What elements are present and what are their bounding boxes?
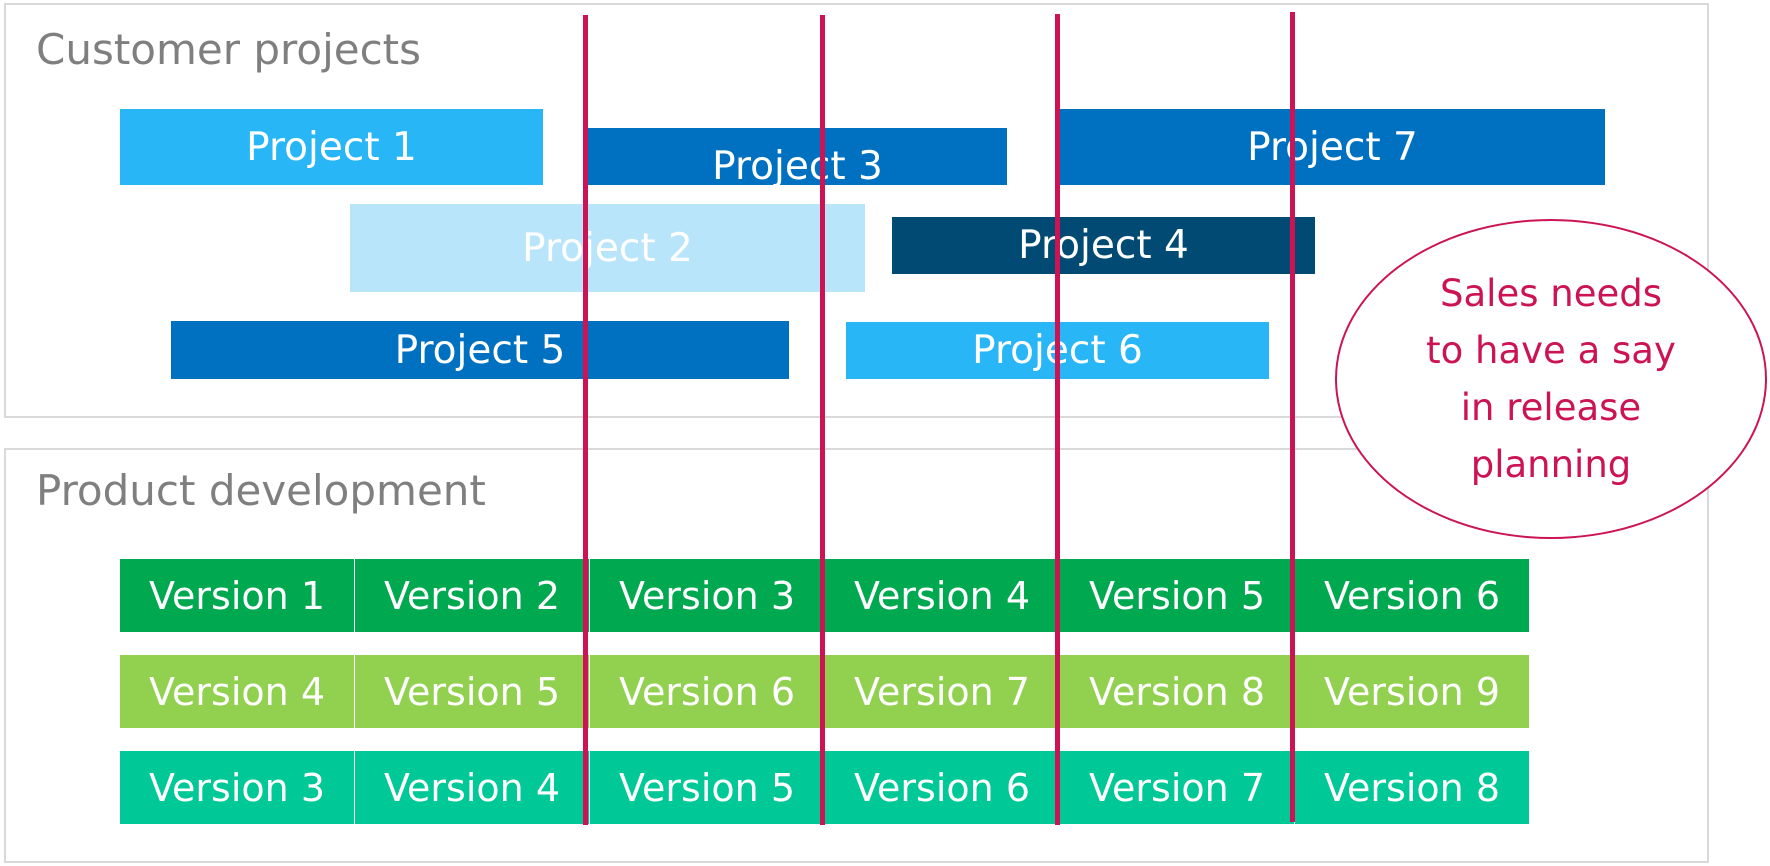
version-block: Version 4 xyxy=(120,655,354,728)
version-block: Version 9 xyxy=(1295,655,1529,728)
version-block: Version 2 xyxy=(355,559,589,632)
version-block: Version 8 xyxy=(1060,655,1294,728)
project-bar-3: Project 3 xyxy=(588,128,1007,189)
version-block: Version 6 xyxy=(1295,559,1529,632)
release-line-3 xyxy=(1055,14,1060,825)
product-development-title: Product development xyxy=(36,466,486,515)
project-bar-2: Project 2 xyxy=(350,204,865,292)
project-bar-7: Project 7 xyxy=(1060,109,1605,185)
release-line-4 xyxy=(1290,12,1295,822)
version-block: Version 6 xyxy=(590,655,824,728)
release-line-1 xyxy=(583,15,588,825)
version-block: Version 7 xyxy=(825,655,1059,728)
version-block: Version 6 xyxy=(825,751,1059,824)
customer-projects-title: Customer projects xyxy=(36,25,422,74)
version-block: Version 4 xyxy=(825,559,1059,632)
sales-callout-text: Sales needs to have a say in release pla… xyxy=(1426,272,1676,486)
version-block: Version 3 xyxy=(120,751,354,824)
version-block: Version 8 xyxy=(1295,751,1529,824)
version-block: Version 3 xyxy=(590,559,824,632)
version-block: Version 5 xyxy=(590,751,824,824)
version-block: Version 7 xyxy=(1060,751,1294,824)
version-block: Version 1 xyxy=(120,559,354,632)
sales-callout-ellipse: Sales needs to have a say in release pla… xyxy=(1335,219,1767,539)
version-block: Version 5 xyxy=(1060,559,1294,632)
version-block: Version 5 xyxy=(355,655,589,728)
project-bar-1: Project 1 xyxy=(120,109,543,185)
project-bar-5: Project 5 xyxy=(171,321,789,379)
project-bar-4: Project 4 xyxy=(892,217,1315,274)
release-line-2 xyxy=(820,15,825,825)
version-block: Version 4 xyxy=(355,751,589,824)
